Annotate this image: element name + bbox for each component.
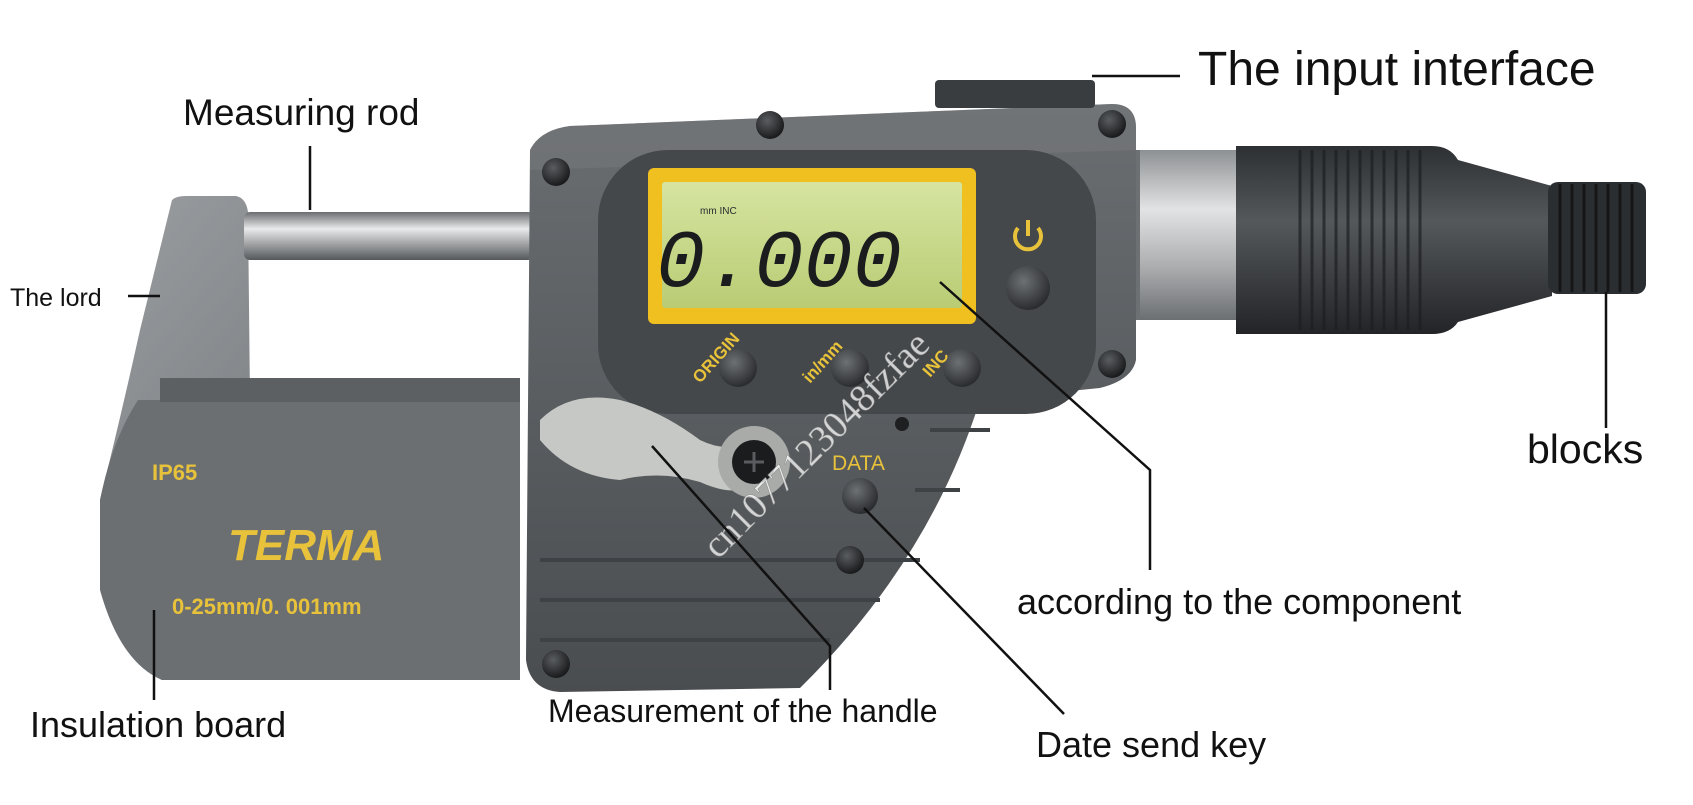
thimble [1236, 146, 1552, 334]
label-date-send-key: Date send key [1036, 724, 1267, 765]
origin-button[interactable] [719, 349, 757, 387]
screw [542, 158, 570, 186]
sleeve [1128, 150, 1238, 320]
screw [1098, 110, 1126, 138]
lcd-unit-indicator: mm INC [700, 206, 737, 217]
label-according-component: according to the component [1017, 581, 1462, 622]
screw [1098, 350, 1126, 378]
power-button[interactable] [1006, 266, 1050, 310]
frame [100, 196, 520, 680]
data-button[interactable] [842, 478, 878, 514]
indicator-hole [895, 417, 909, 431]
in-mm-button[interactable] [831, 349, 869, 387]
leader-handle [651, 445, 832, 690]
inc-button[interactable] [943, 349, 981, 387]
label-measuring-rod: Measuring rod [183, 92, 420, 133]
measuring-rod [244, 212, 534, 260]
leader-component [939, 281, 1152, 570]
label-input-interface: The input interface [1198, 43, 1596, 96]
power-icon [1013, 220, 1043, 252]
screw [756, 111, 784, 139]
range-text: 0-25mm/0. 001mm [172, 594, 362, 619]
label-blocks: blocks [1527, 426, 1644, 472]
lcd-screen [662, 182, 962, 308]
label-measurement-handle: Measurement of the handle [548, 693, 938, 729]
lock-handle [540, 397, 790, 498]
screw [542, 650, 570, 678]
lcd-reading: 0.000 [656, 218, 902, 311]
ratchet-block [1548, 182, 1646, 294]
input-interface-port [935, 80, 1095, 108]
screw [836, 546, 864, 574]
ip-rating: IP65 [152, 460, 197, 485]
screws [542, 110, 1126, 678]
data-label: DATA [832, 452, 885, 475]
display-panel [598, 150, 1096, 414]
leader-lines [128, 74, 1608, 715]
buttons [719, 266, 1050, 514]
label-insulation-board: Insulation board [30, 704, 287, 745]
brand-logo: TERMA [228, 521, 384, 570]
label-the-lord: The lord [10, 284, 102, 312]
leader-date-send [863, 507, 1065, 715]
